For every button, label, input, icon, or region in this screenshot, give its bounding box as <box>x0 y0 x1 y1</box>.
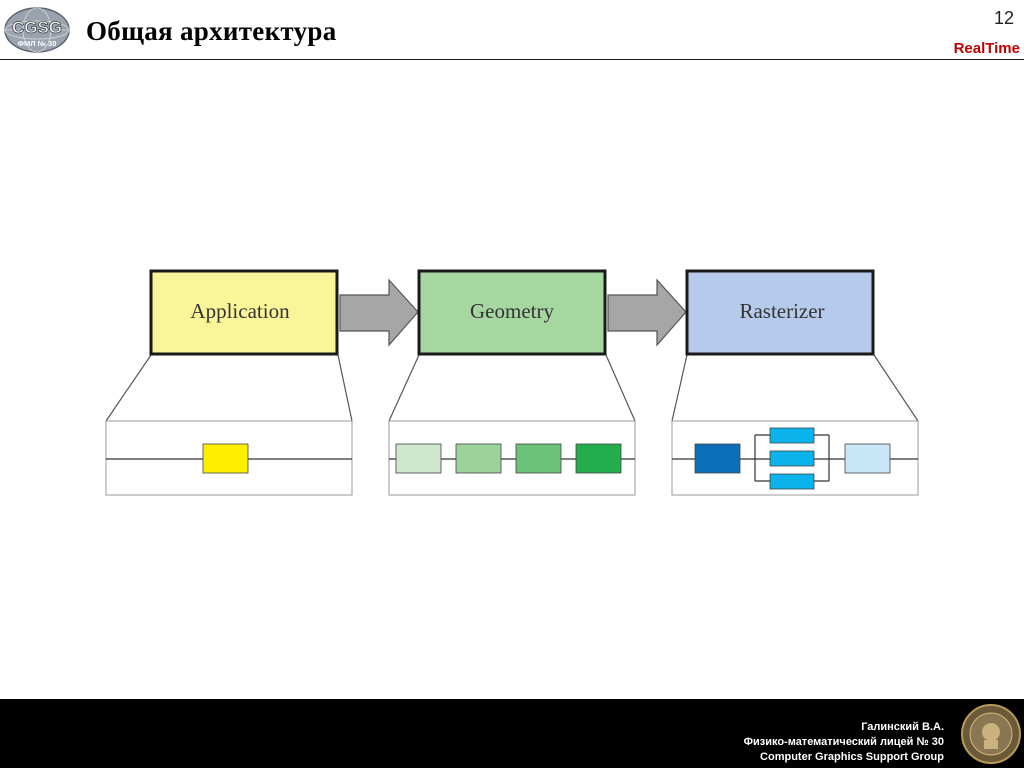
footer-school: Физико-математический лицей № 30 <box>743 736 944 748</box>
geometry-substage-1 <box>395 443 442 474</box>
school-seal-icon <box>961 704 1021 764</box>
svg-text:ФМЛ № 30: ФМЛ № 30 <box>18 39 57 48</box>
rasterizer-parallel-unit-2 <box>769 450 815 467</box>
cgsg-logo: CGSG ФМЛ № 30 <box>4 7 70 53</box>
arrow-geometry-to-rasterizer <box>607 278 687 347</box>
svg-text:CGSG: CGSG <box>12 18 62 37</box>
rasterizer-substage-1 <box>694 443 741 474</box>
page-title: Общая архитектура <box>86 16 337 46</box>
page-number: 12 <box>993 8 1014 28</box>
geometry-stage <box>417 269 607 356</box>
geometry-detail-panel <box>388 420 636 496</box>
header-divider <box>0 59 1024 60</box>
realtime-tag: RealTime <box>953 40 1020 57</box>
rasterizer-label: Rasterizer <box>739 299 824 323</box>
geometry-connector <box>388 354 636 422</box>
geometry-substage-3 <box>515 443 562 474</box>
geometry-substage-4 <box>575 443 622 474</box>
application-label: Application <box>190 299 290 323</box>
footer-credits: Галинский В.А. Физико-математический лиц… <box>744 720 944 765</box>
application-connector <box>105 354 353 422</box>
footer-author: Галинский В.А. <box>861 721 944 733</box>
geometry-label: Geometry <box>470 299 554 323</box>
footer-group: Computer Graphics Support Group <box>760 751 944 763</box>
rasterizer-parallel-unit-3 <box>769 473 815 490</box>
rasterizer-parallel-unit-1 <box>769 427 815 444</box>
arrow-application-to-geometry <box>339 278 419 347</box>
geometry-substage-2 <box>455 443 502 474</box>
rasterizer-connector <box>671 354 919 422</box>
footer-bar: Галинский В.А. Физико-математический лиц… <box>0 699 1024 768</box>
application-substage <box>202 443 249 474</box>
application-detail-panel <box>105 420 353 496</box>
rasterizer-detail-panel <box>671 420 919 496</box>
application-stage <box>149 269 339 356</box>
rasterizer-stage <box>685 269 875 356</box>
rasterizer-substage-final <box>844 443 891 474</box>
